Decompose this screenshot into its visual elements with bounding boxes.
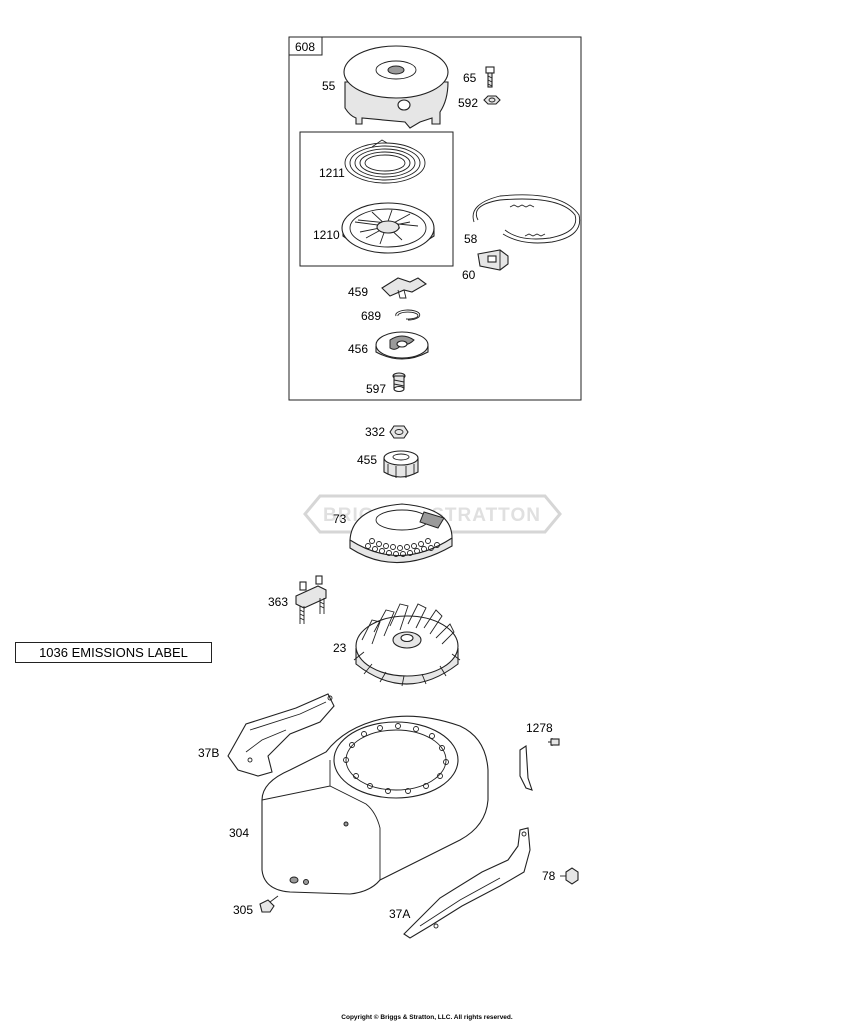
callout-363: 363: [268, 595, 288, 609]
callout-55: 55: [322, 79, 336, 93]
callout-459: 459: [348, 285, 368, 299]
callout-332: 332: [365, 425, 385, 439]
part-55-starter-housing: [343, 45, 449, 129]
part-304-blower-housing: [261, 715, 489, 895]
part-689-retaining-ring: [395, 309, 421, 321]
callout-597: 597: [366, 382, 386, 396]
callout-689: 689: [361, 309, 381, 323]
emissions-label-text: 1036 EMISSIONS LABEL: [39, 645, 188, 660]
spring-pulley-box: [299, 131, 454, 267]
callout-58: 58: [464, 232, 478, 246]
part-73-rotating-screen: [349, 503, 453, 564]
callout-37A: 37A: [389, 907, 410, 921]
part-363-bracket: [295, 575, 327, 624]
kit-608-tag: [288, 36, 323, 56]
part-1210-pulley: [341, 202, 435, 254]
kit-608-label: 608: [295, 40, 315, 54]
part-58-starter-rope: [472, 194, 581, 244]
part-456-retainer: [375, 331, 429, 360]
callout-456: 456: [348, 342, 368, 356]
part-592-nut: [483, 95, 501, 105]
callout-73: 73: [333, 512, 347, 526]
callout-1211: 1211: [319, 166, 345, 180]
copyright-notice: Copyright © Briggs & Stratton, LLC. All …: [341, 1014, 513, 1021]
callout-65: 65: [463, 71, 477, 85]
callout-304: 304: [229, 826, 249, 840]
callout-455: 455: [357, 453, 377, 467]
part-60-starter-handle: [477, 249, 509, 271]
part-37B-air-guide: [227, 693, 335, 777]
callout-1278: 1278: [526, 721, 553, 735]
callout-60: 60: [462, 268, 476, 282]
part-455-starter-cup: [383, 450, 419, 478]
part-1211-rewind-spring: [344, 139, 426, 184]
part-65-screw: [485, 66, 495, 88]
part-305-screw: [259, 895, 279, 913]
callout-37B: 37B: [198, 746, 219, 760]
part-78-screw: [560, 867, 579, 885]
part-597-screw: [392, 372, 406, 393]
callout-305: 305: [233, 903, 253, 917]
callout-23: 23: [333, 641, 347, 655]
emissions-label-box: 1036 EMISSIONS LABEL: [15, 642, 212, 663]
part-332-nut: [389, 425, 409, 439]
part-23-flywheel: [353, 603, 461, 687]
callout-78: 78: [542, 869, 556, 883]
callout-1210: 1210: [313, 228, 340, 242]
kit-608-box: [288, 36, 582, 401]
part-1278-tab: [519, 738, 560, 791]
part-459-starter-dog: [381, 277, 427, 299]
callout-592: 592: [458, 96, 478, 110]
part-37A-air-guide: [403, 827, 531, 939]
